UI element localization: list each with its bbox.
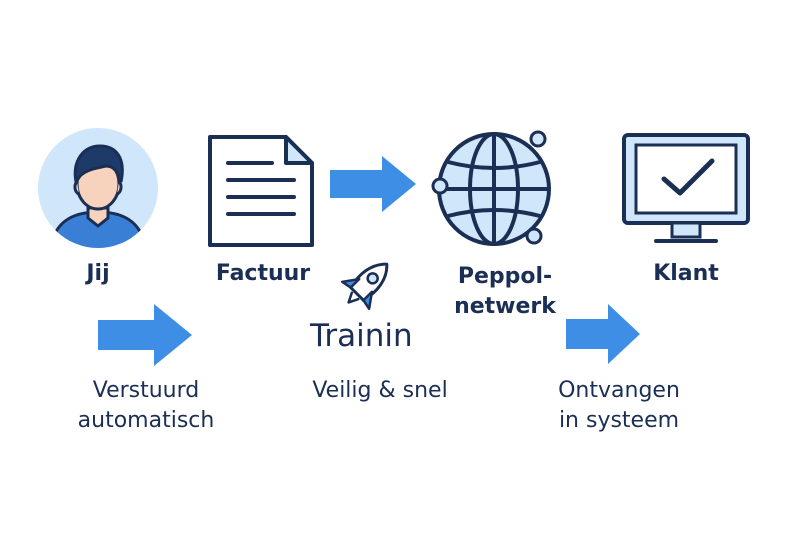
arrow-right-icon [566, 304, 640, 364]
node-label-client: Klant [653, 261, 719, 286]
node-label-invoice: Factuur [215, 261, 311, 286]
node-label-network: Peppol- netwerk [454, 262, 556, 322]
rocket-icon [341, 262, 389, 310]
globe-network-icon [431, 130, 551, 246]
node-label-network-line1: Peppol- [457, 264, 553, 289]
arrow-right-icon [98, 304, 192, 366]
document-icon [208, 135, 314, 247]
caption-received: Ontvangen in systeem [558, 376, 680, 436]
caption-sent: Verstuurd automatisch [78, 376, 215, 436]
user-avatar-icon [38, 128, 158, 248]
training-label: Trainin [310, 318, 413, 354]
monitor-check-icon [622, 133, 750, 243]
caption-sent-line2: automatisch [77, 408, 215, 433]
caption-safe: Veilig & snel [312, 378, 448, 403]
caption-received-line2: in systeem [558, 408, 680, 433]
caption-received-line1: Ontvangen [558, 378, 680, 403]
node-label-user: Jij [86, 261, 110, 286]
node-label-network-line2: netwerk [454, 294, 556, 319]
arrow-right-icon [330, 156, 416, 212]
caption-sent-line1: Verstuurd [92, 378, 200, 403]
